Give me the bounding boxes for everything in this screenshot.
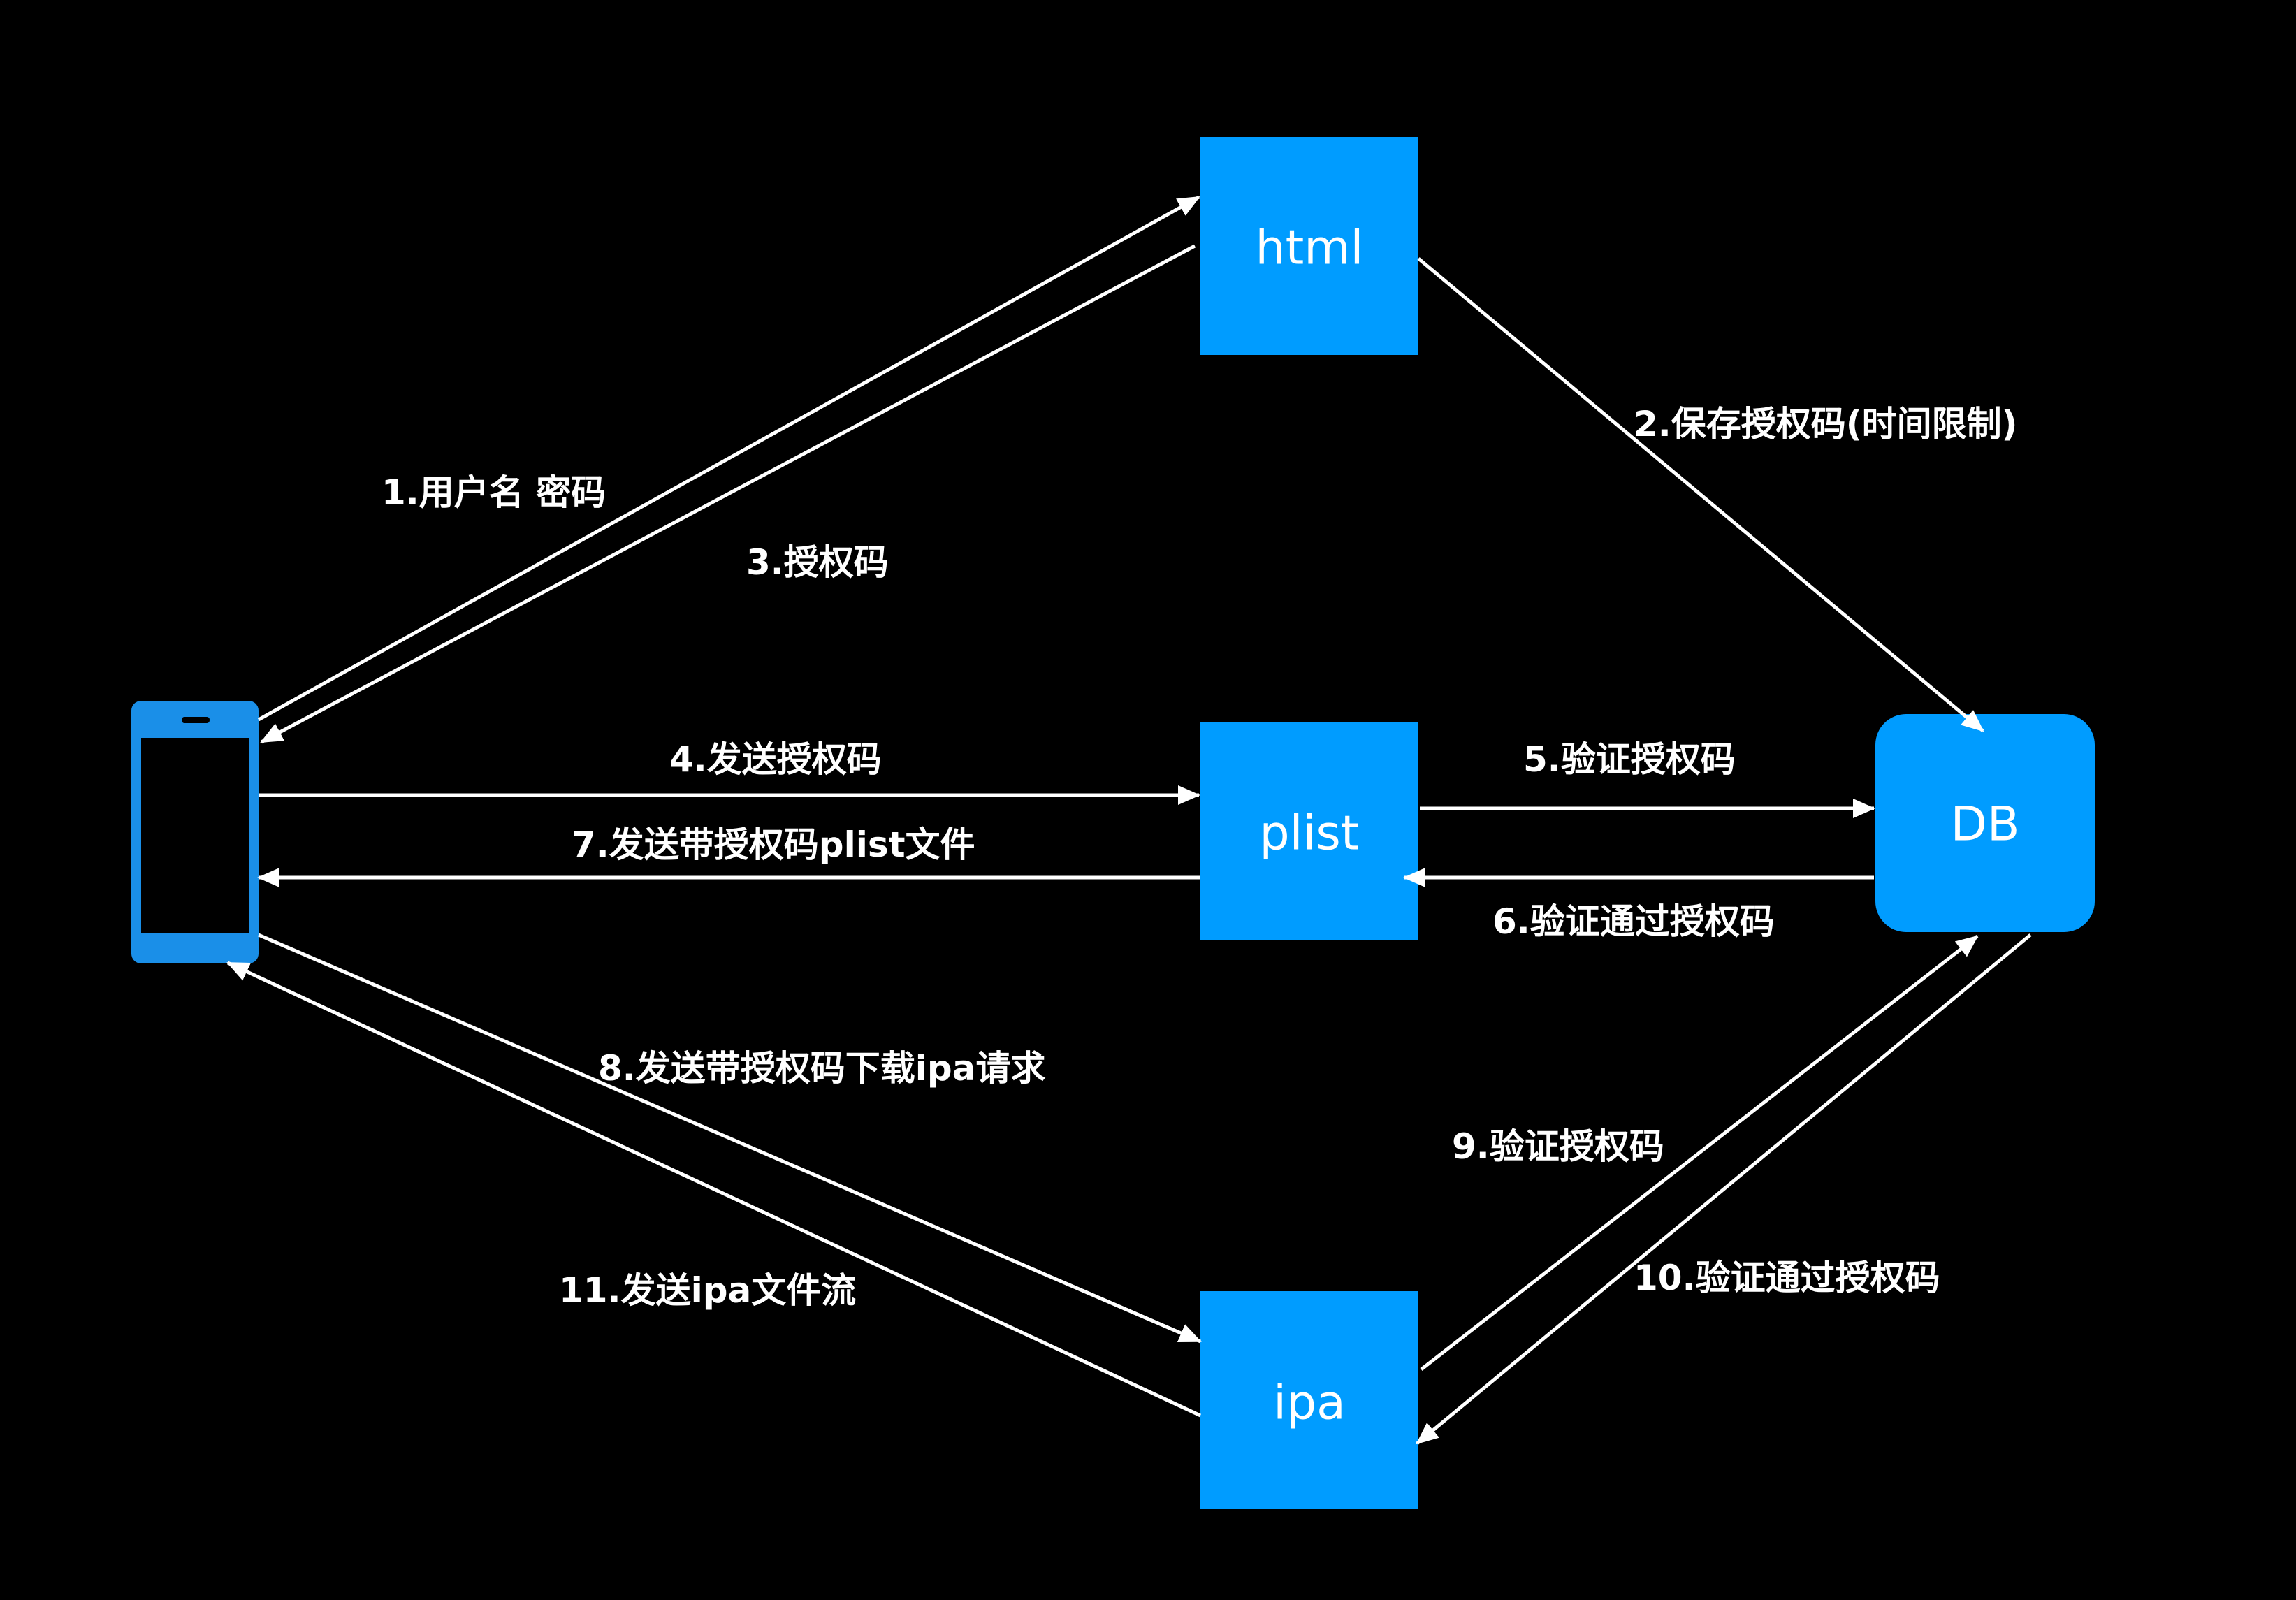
arrow-step-9: [1420, 935, 1979, 1371]
db-node: DB: [1875, 714, 2095, 932]
step-2-label: 2.保存授权码(时间限制): [1634, 404, 2018, 444]
step-6-label: 6.验证通过授权码: [1492, 901, 1775, 942]
step-8-label: 8.发送带授权码下载ipa请求: [598, 1048, 1045, 1089]
step-4-label: 4.发送授权码: [669, 739, 882, 780]
html-node-label: html: [1256, 221, 1364, 276]
arrow-step-2: [1417, 257, 1984, 732]
arrow-step-10: [1416, 933, 2032, 1445]
plist-node: plist: [1200, 722, 1418, 940]
html-node: html: [1200, 137, 1418, 355]
db-node-label: DB: [1950, 797, 2019, 852]
step-5-label: 5.验证授权码: [1523, 739, 1736, 780]
step-3-label: 3.授权码: [746, 542, 889, 583]
arrow-step-3: [260, 244, 1196, 744]
step-10-label: 10.验证通过授权码: [1634, 1258, 1940, 1298]
smartphone-icon: [131, 701, 259, 963]
arrow-step-11: [226, 961, 1202, 1418]
step-1-label: 1.用户名 密码: [382, 472, 606, 513]
ipa-node: ipa: [1200, 1291, 1418, 1509]
plist-node-label: plist: [1259, 806, 1359, 861]
step-9-label: 9.验证授权码: [1452, 1126, 1664, 1167]
step-7-label: 7.发送带授权码plist文件: [572, 824, 975, 865]
arrow-step-8: [258, 933, 1202, 1344]
arrow-step-1: [257, 195, 1200, 722]
ipa-node-label: ipa: [1273, 1376, 1346, 1431]
step-11-label: 11.发送ipa文件流: [559, 1270, 856, 1311]
